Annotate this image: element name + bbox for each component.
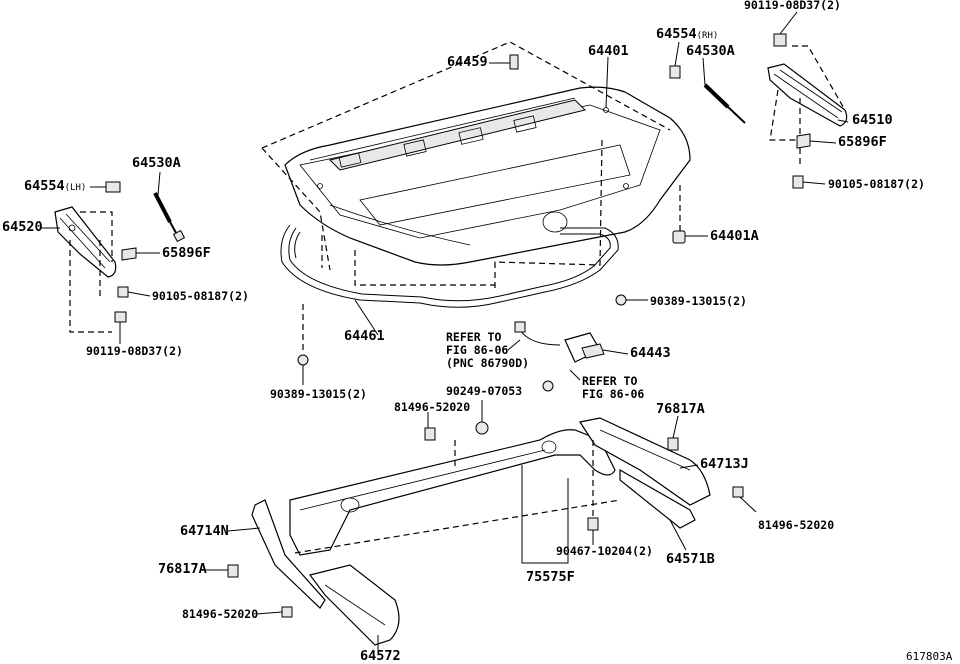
hinge-64510 (767, 63, 848, 127)
lower-trim-panel (251, 417, 711, 646)
bracket-right-icon (796, 133, 811, 149)
label-90119-08d37-top: 90119-08D37(2) (744, 0, 841, 12)
label-64554-lh-side: (LH) (64, 183, 87, 193)
label-64571b: 64571B (666, 551, 715, 567)
trunk-lid-64401 (284, 86, 691, 266)
label-64530a-left: 64530A (132, 155, 181, 171)
label-76817a-right: 76817A (656, 401, 705, 417)
label-refer-2-line2: FIG 86-06 (582, 387, 645, 401)
label-64459: 64459 (447, 54, 488, 70)
label-64520: 64520 (2, 219, 43, 235)
label-90249: 90249-07053 (446, 384, 523, 398)
label-refer-1-line3: (PNC 86790D) (446, 356, 530, 370)
label-64510: 64510 (852, 112, 893, 128)
label-90105-right: 90105-08187(2) (828, 177, 925, 191)
gas-strut-64530a-right (703, 83, 746, 124)
label-64401a: 64401A (710, 228, 759, 244)
label-64443: 64443 (630, 345, 671, 361)
weatherstrip-64461 (280, 224, 619, 308)
hinge-64520 (54, 206, 117, 278)
label-76817a-left: 76817A (158, 561, 207, 577)
label-64554-rh-side: (RH) (696, 31, 719, 41)
clip-81496-right-icon (732, 486, 744, 498)
label-refer-1-line1: REFER TO (446, 330, 502, 344)
stopper-lh-icon (105, 181, 121, 193)
label-64530a-right: 64530A (686, 43, 735, 59)
label-75575f: 75575F (526, 569, 575, 585)
clip-76817a-right-icon (667, 437, 679, 451)
stopper-rh-icon (669, 65, 681, 79)
bolt-left-icon (114, 286, 129, 323)
label-90467: 90467-10204(2) (556, 544, 653, 558)
label-64554-lh-number: 64554 (24, 178, 65, 194)
clip-90467-icon (587, 517, 599, 531)
label-refer-1-line2: FIG 86-06 (446, 343, 509, 357)
clip-64459-icon (509, 54, 519, 70)
label-refer-2-line1: REFER TO (582, 374, 638, 388)
bracket-left-icon (121, 247, 137, 261)
lock-64443 (514, 321, 605, 392)
bumper-64401a-icon (672, 230, 686, 244)
label-65896f-right: 65896F (838, 134, 887, 150)
label-64401: 64401 (588, 43, 629, 59)
clip-90249-icon (475, 421, 489, 435)
label-64461: 64461 (344, 328, 385, 344)
label-81496-left: 81496-52020 (182, 607, 259, 621)
label-81496-right: 81496-52020 (758, 518, 835, 532)
clip-81496-left-icon (281, 606, 293, 618)
gas-strut-64530a-left (153, 192, 186, 243)
nut-right-icon (615, 294, 627, 306)
figure-code: 617803A (906, 650, 953, 663)
nut-left-icon (297, 354, 309, 366)
bolt-top-icon (773, 33, 787, 47)
clip-76817a-left-icon (227, 564, 239, 578)
label-64714n: 64714N (180, 523, 229, 539)
label-64554-rh-number: 64554 (656, 26, 697, 42)
label-90389-left: 90389-13015(2) (270, 387, 367, 401)
label-90389-right: 90389-13015(2) (650, 294, 747, 308)
bolt-right-icon (792, 175, 804, 189)
label-64713j: 64713J (700, 456, 749, 472)
label-64554-lh: 64554(LH) (24, 178, 87, 194)
label-64572: 64572 (360, 648, 401, 664)
leader-lines (40, 11, 849, 650)
clip-81496-top-icon (424, 427, 436, 441)
label-81496-top: 81496-52020 (394, 400, 471, 414)
label-65896f-left: 65896F (162, 245, 211, 261)
label-90119-left: 90119-08D37(2) (86, 344, 183, 358)
label-64554-rh: 64554(RH) (656, 26, 719, 42)
label-90105-left: 90105-08187(2) (152, 289, 249, 303)
